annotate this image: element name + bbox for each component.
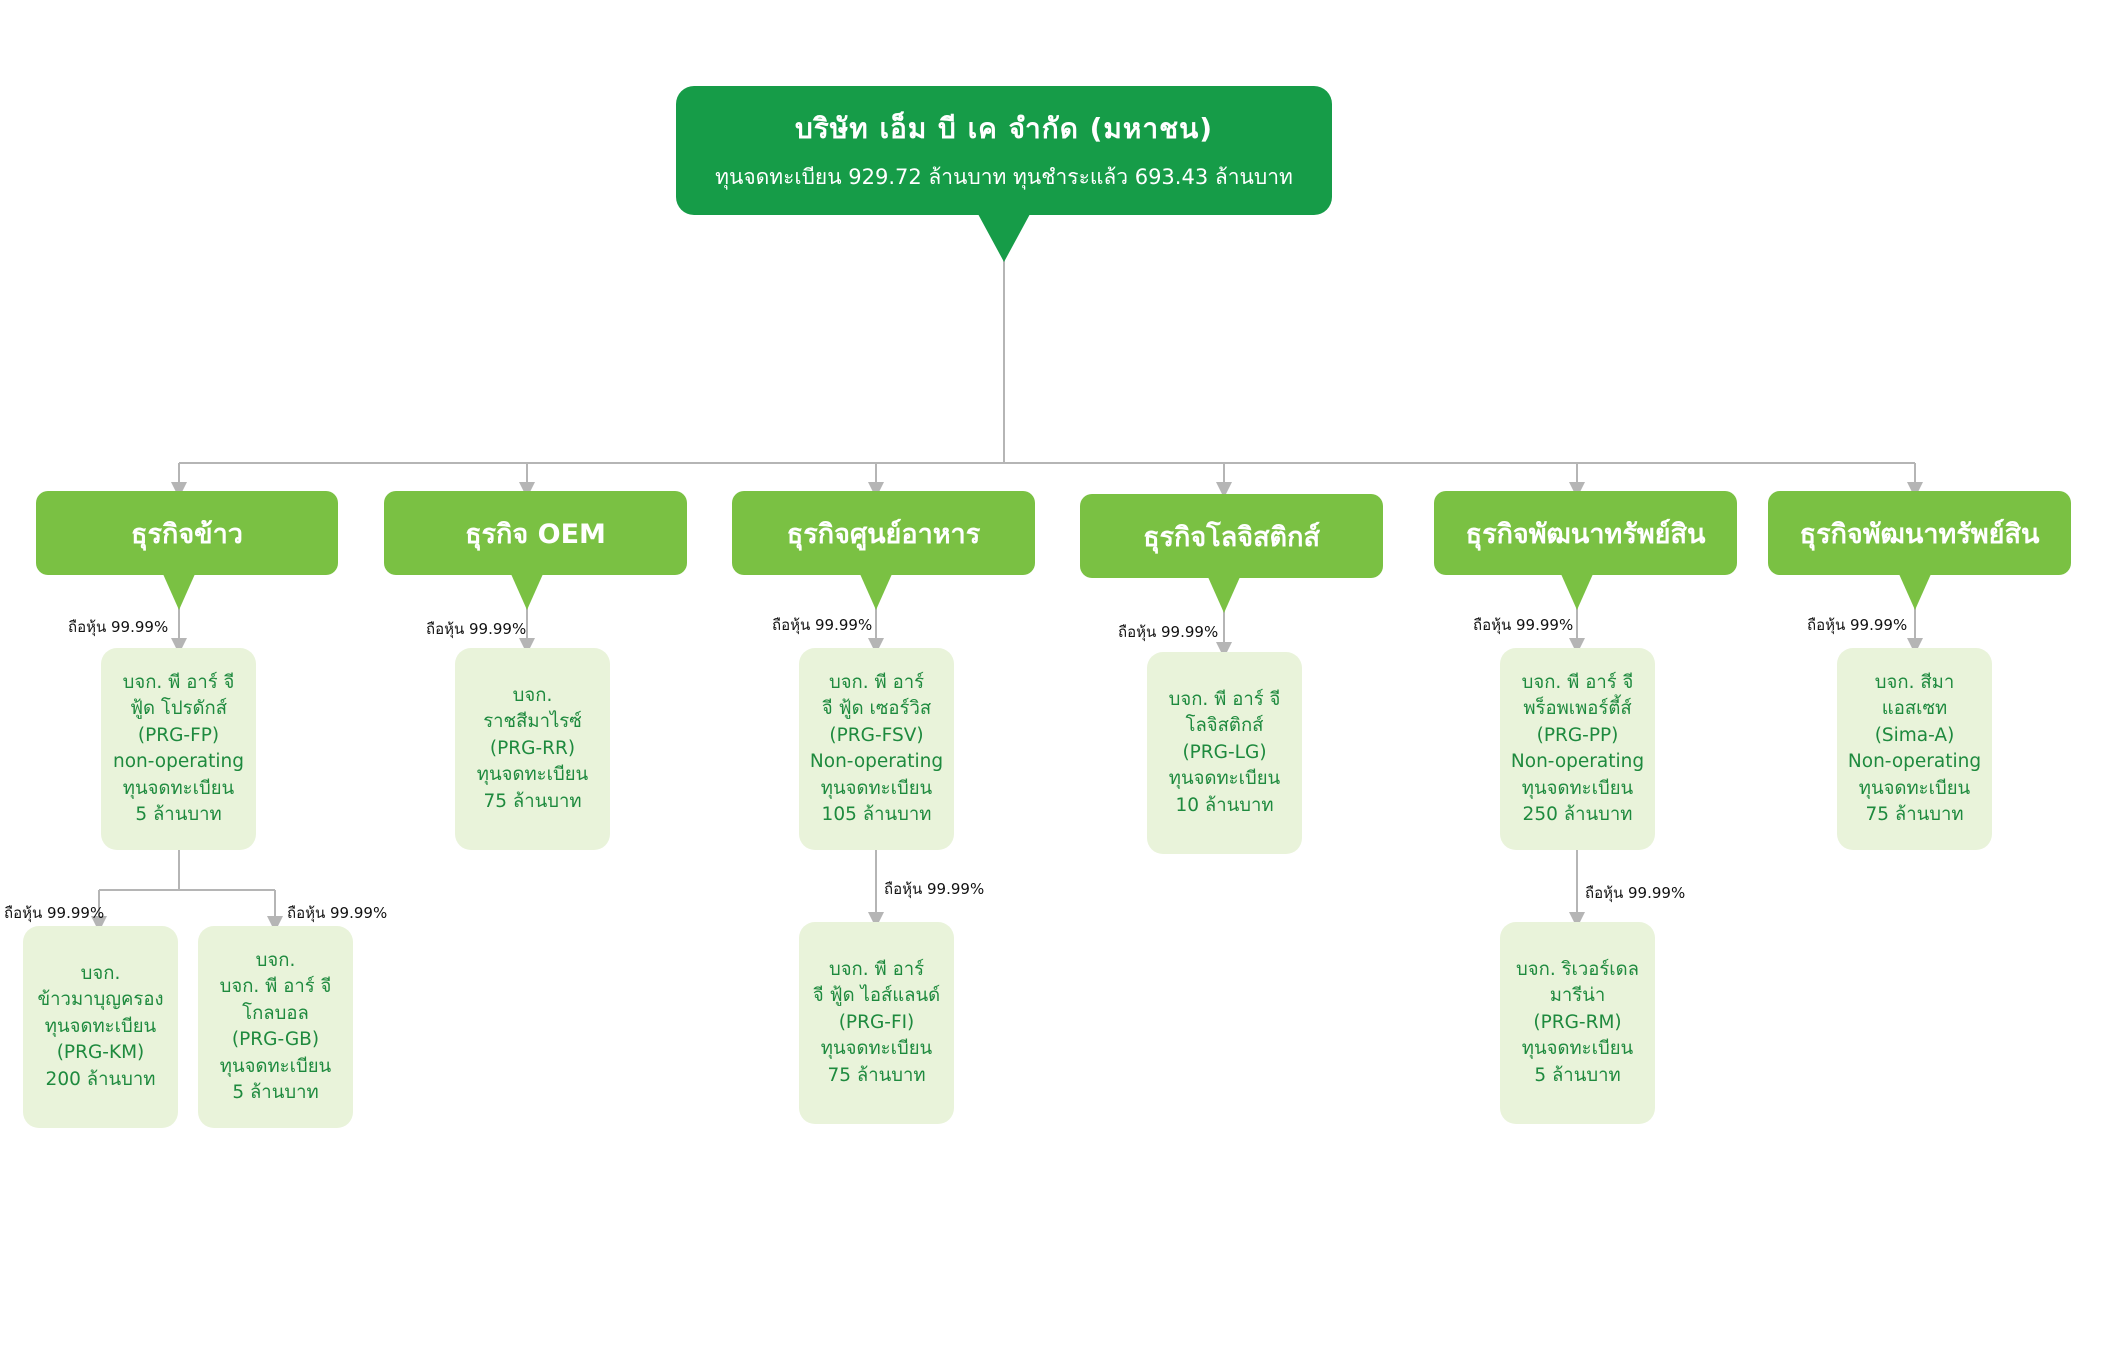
company-line: ทุนจดทะเบียน — [1168, 768, 1281, 790]
company-line: ทุนจดทะเบียน — [122, 777, 235, 799]
company-line: ทุนจดทะเบียน — [1521, 1038, 1634, 1060]
company-line: (PRG-KM) — [56, 1042, 145, 1064]
company-prg-fp: บจก. พี อาร์ จี ฟู้ด โปรดักส์ (PRG-FP) n… — [101, 648, 256, 850]
company-line: 75 ล้านบาท — [827, 1064, 926, 1086]
company-line: ทุนจดทะเบียน — [820, 1038, 933, 1060]
company-line: Non-operating — [1510, 751, 1645, 772]
company-line: Non-operating — [1847, 751, 1982, 772]
company-line: บจก. พี อาร์ จี — [122, 671, 235, 693]
business-unit-property-2: ธุรกิจพัฒนาทรัพย์สิน — [1768, 491, 2071, 575]
parent-company-capital: ทุนจดทะเบียน 929.72 ล้านบาท ทุนชำระแล้ว … — [715, 165, 1293, 189]
company-prg-rr: บจก. ราชสีมาไรซ์ (PRG-RR) ทุนจดทะเบียน 7… — [455, 648, 610, 850]
company-line: (PRG-PP) — [1536, 724, 1619, 746]
company-sima-a: บจก. สีมา แอสเซท (Sima-A) Non-operating … — [1837, 648, 1992, 850]
company-prg-gb: บจก. บจก. พี อาร์ จี โกลบอล (PRG-GB) ทุน… — [198, 926, 353, 1128]
ownership-label: ถือหุ้น 99.99% — [1807, 616, 1908, 634]
company-line: non-operating — [112, 751, 245, 772]
company-line: บจก. สีมา — [1874, 671, 1955, 693]
company-line: ทุนจดทะเบียน — [1521, 777, 1634, 799]
company-line: (PRG-LG) — [1182, 741, 1267, 763]
company-prg-km: บจก. ข้าวมาบุญครอง ทุนจดทะเบียน (PRG-KM)… — [23, 926, 178, 1128]
company-prg-pp: บจก. พี อาร์ จี พร็อพเพอร์ตี้ส์ (PRG-PP)… — [1500, 648, 1655, 850]
company-line: ฟู้ด โปรดักส์ — [129, 698, 228, 719]
ownership-label: ถือหุ้น 99.99% — [1118, 623, 1219, 641]
business-unit-food-center: ธุรกิจศูนย์อาหาร — [732, 491, 1035, 575]
ownership-label: ถือหุ้น 99.99% — [68, 618, 169, 636]
company-line: (PRG-RM) — [1533, 1011, 1622, 1033]
company-line: บจก. — [512, 684, 553, 706]
company-prg-rm: บจก. ริเวอร์เดล มารีน่า (PRG-RM) ทุนจดทะ… — [1500, 922, 1655, 1124]
company-line: บจก. พี อาร์ — [828, 671, 925, 693]
company-line: ทุนจดทะเบียน — [476, 764, 589, 786]
company-line: แอสเซท — [1881, 698, 1948, 719]
company-line: Non-operating — [809, 751, 944, 772]
company-line: 200 ล้านบาท — [45, 1068, 156, 1090]
company-line: (PRG-FSV) — [829, 724, 924, 746]
company-line: บจก. พี อาร์ จี — [219, 976, 332, 997]
callout-tails — [163, 214, 1931, 613]
parent-company-name: บริษัท เอ็ม บี เค จำกัด (มหาชน) — [794, 112, 1214, 145]
company-line: ราชสีมาไรซ์ — [483, 711, 582, 733]
company-line: (PRG-FI) — [838, 1011, 915, 1033]
ownership-label: ถือหุ้น 99.99% — [772, 616, 873, 634]
company-line: จี ฟู้ด ไอส์แลนด์ — [812, 985, 941, 1007]
company-line: 75 ล้านบาท — [1865, 804, 1964, 825]
company-line: โลจิสติกส์ — [1185, 715, 1264, 737]
company-line: 5 ล้านบาท — [1534, 1064, 1621, 1086]
company-line: 75 ล้านบาท — [483, 790, 582, 812]
company-prg-lg: บจก. พี อาร์ จี โลจิสติกส์ (PRG-LG) ทุนจ… — [1147, 652, 1302, 854]
business-unit-property-1: ธุรกิจพัฒนาทรัพย์สิน — [1434, 491, 1737, 575]
company-line: 105 ล้านบาท — [821, 804, 932, 825]
company-line: ทุนจดทะเบียน — [820, 777, 933, 799]
company-line: 5 ล้านบาท — [232, 1082, 319, 1103]
ownership-label: ถือหุ้น 99.99% — [287, 904, 388, 922]
ownership-label: ถือหุ้น 99.99% — [426, 620, 527, 638]
company-line: 5 ล้านบาท — [135, 804, 222, 825]
company-line: (PRG-FP) — [137, 724, 220, 746]
ownership-label: ถือหุ้น 99.99% — [4, 904, 105, 922]
company-line: ทุนจดทะเบียน — [219, 1055, 332, 1077]
company-line: 10 ล้านบาท — [1175, 794, 1274, 816]
company-line: บจก. พี อาร์ จี — [1168, 688, 1281, 710]
company-line: จี ฟู้ด เซอร์วิส — [821, 698, 932, 719]
company-line: บจก. พี อาร์ จี — [1521, 671, 1634, 693]
company-line: (PRG-GB) — [231, 1029, 320, 1050]
company-line: ข้าวมาบุญครอง — [37, 989, 164, 1011]
business-unit-oem: ธุรกิจ OEM — [384, 491, 687, 575]
company-line: โกลบอล — [242, 1002, 309, 1024]
ownership-label: ถือหุ้น 99.99% — [1473, 616, 1574, 634]
company-line: บจก. ริเวอร์เดล — [1516, 958, 1639, 980]
company-line: 250 ล้านบาท — [1522, 804, 1633, 825]
company-line: ทุนจดทะเบียน — [1858, 777, 1971, 799]
company-line: บจก. — [80, 962, 121, 984]
company-line: ทุนจดทะเบียน — [44, 1015, 157, 1037]
parent-company-box: บริษัท เอ็ม บี เค จำกัด (มหาชน) ทุนจดทะเ… — [676, 86, 1332, 215]
company-prg-fi: บจก. พี อาร์ จี ฟู้ด ไอส์แลนด์ (PRG-FI) … — [799, 922, 954, 1124]
company-line: พร็อพเพอร์ตี้ส์ — [1523, 698, 1632, 719]
company-line: (PRG-RR) — [489, 737, 576, 759]
company-line: บจก. พี อาร์ — [828, 958, 925, 980]
ownership-label: ถือหุ้น 99.99% — [884, 880, 985, 898]
ownership-label: ถือหุ้น 99.99% — [1585, 884, 1686, 902]
company-line: บจก. — [255, 949, 296, 971]
company-line: มารีน่า — [1549, 985, 1606, 1007]
company-line: (Sima-A) — [1874, 724, 1955, 746]
company-prg-fsv: บจก. พี อาร์ จี ฟู้ด เซอร์วิส (PRG-FSV) … — [799, 648, 954, 850]
business-unit-logistics: ธุรกิจโลจิสติกส์ — [1080, 494, 1383, 578]
business-unit-rice: ธุรกิจข้าว — [36, 491, 338, 575]
